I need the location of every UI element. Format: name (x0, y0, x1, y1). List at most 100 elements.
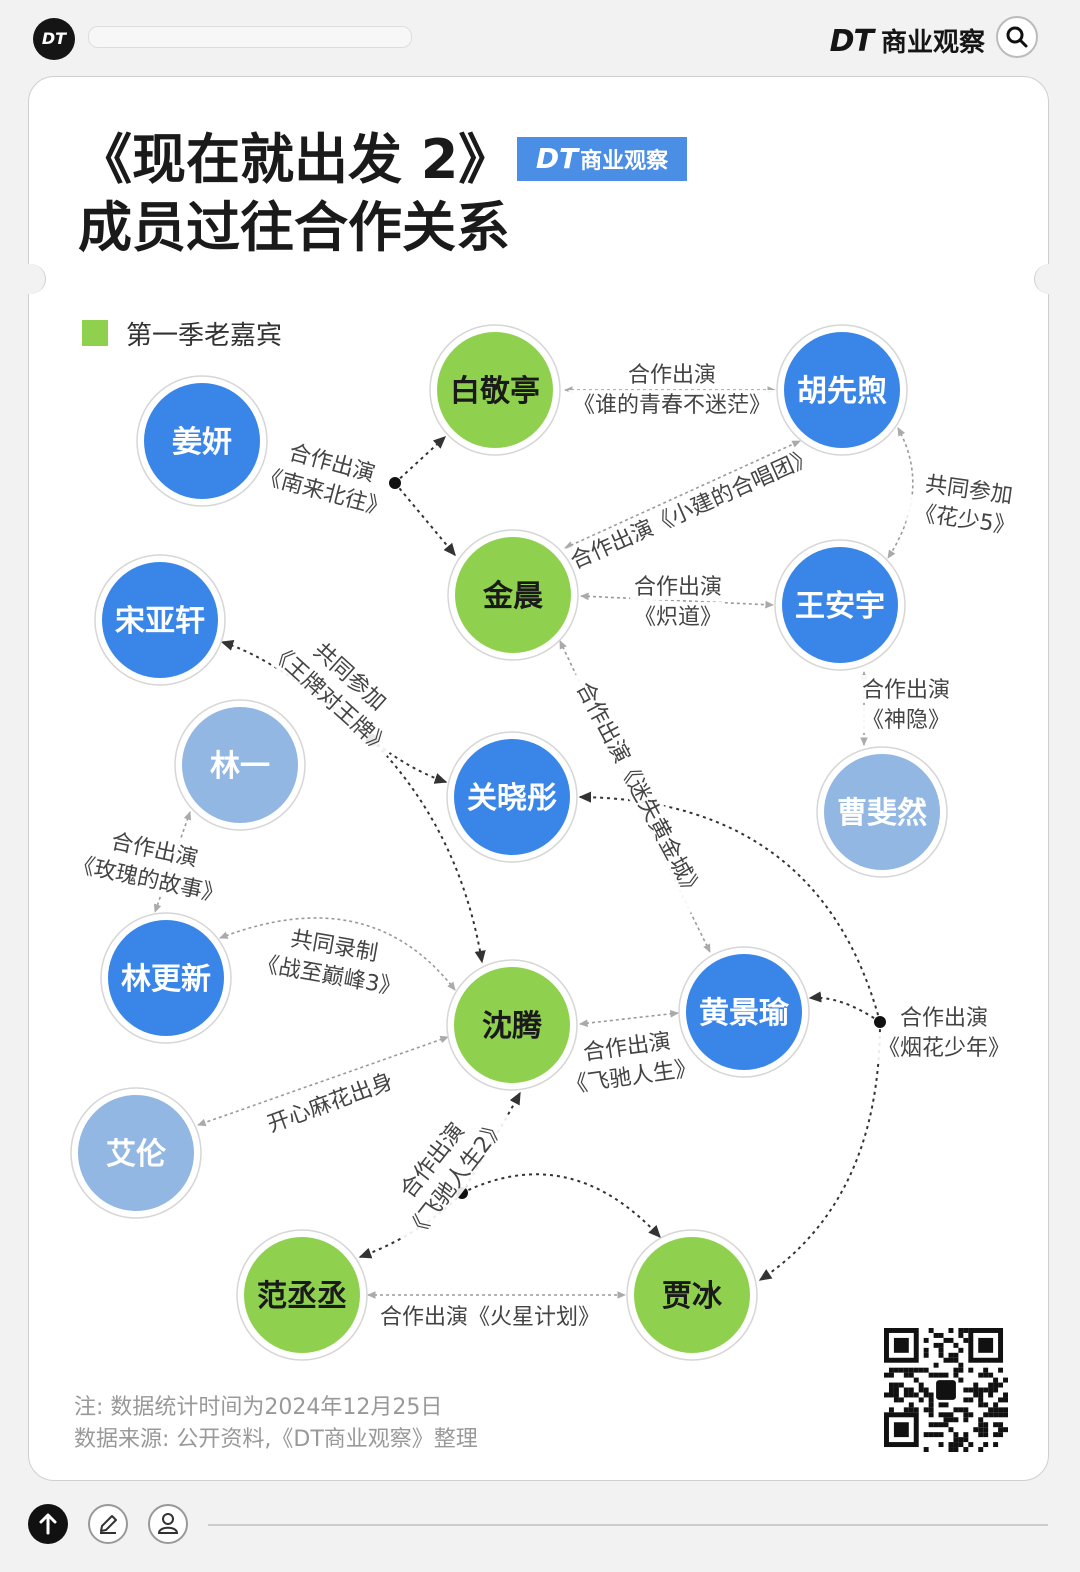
edge-label-5: 合作出演《神隐》 (858, 675, 954, 733)
node-shenteng: 沈腾 (446, 959, 578, 1091)
node-label: 胡先煦 (797, 374, 887, 409)
title-line-1: 《现在就出发 2》 (78, 128, 513, 191)
node-label: 沈腾 (482, 1009, 543, 1044)
brand-dt: DT (829, 24, 874, 59)
edge-label-9: 共同录制《战至巅峰3》 (247, 922, 411, 1003)
edge-label-line2: 《烟花少年》 (878, 1036, 1010, 1061)
edge-line-14 (808, 991, 881, 1023)
hub-dot-0 (389, 477, 401, 489)
edge-label-4: 合作出演《炽道》 (630, 572, 726, 630)
dt-logo[interactable]: DT (33, 18, 75, 60)
profile-button[interactable] (148, 1504, 188, 1544)
node-caofeiran: 曹斐然 (816, 746, 948, 878)
node-lingengxin: 林更新 (100, 912, 232, 1044)
edge-line-20 (461, 1173, 661, 1239)
node-label: 姜妍 (172, 425, 232, 460)
edge-label-line1: 开心麻花出身 (264, 1069, 397, 1138)
search-icon (1006, 26, 1028, 48)
edge-line-16 (758, 1021, 881, 1281)
edge-label-13: 合作出演《飞驰人生2》 (391, 1106, 516, 1251)
edge-label-line1: 合作出演《迷失黄金城》 (571, 678, 707, 903)
edge-line-17 (197, 1035, 449, 1127)
node-label: 林一 (210, 749, 270, 784)
edge-label-7: 合作出演《迷失黄金城》 (565, 666, 715, 914)
edge-line-2 (394, 482, 456, 557)
edge-label-line1: 合作出演 (862, 678, 950, 703)
node-huxianxu: 胡先煦 (776, 324, 908, 456)
bottom-bar (0, 1490, 1080, 1572)
edge-label-11: 合作出演《烟花少年》 (875, 1003, 1013, 1061)
edge-label-3: 共同参加《花少5》 (906, 468, 1024, 541)
node-linyi: 林一 (174, 699, 306, 831)
arrow-up-icon (39, 1513, 57, 1535)
legend-swatch (82, 320, 108, 346)
edge-label-line2: 《神隐》 (862, 708, 950, 733)
edge-label-line1: 合作出演《小建的合唱团》 (567, 444, 818, 574)
card-notch-right (1034, 264, 1065, 294)
edge-label-8: 合作出演《玫瑰的故事》 (66, 825, 231, 909)
edge-label-12: 开心麻花出身 (257, 1064, 403, 1140)
edge-line-5 (580, 592, 774, 609)
edge-label-10: 合作出演《飞驰人生》 (560, 1025, 702, 1100)
brand-name: 商业观察 (880, 28, 985, 58)
edge-label-0: 合作出演《谁的青春不迷茫》 (568, 360, 776, 418)
search-button[interactable] (996, 16, 1038, 58)
footer-note: 注: 数据统计时间为2024年12月25日 (74, 1395, 443, 1420)
node-label: 林更新 (121, 962, 211, 997)
node-jiangyan: 姜妍 (136, 375, 268, 507)
qr-code[interactable] (884, 1328, 1008, 1452)
node-label: 王安宇 (795, 589, 885, 624)
user-icon (157, 1513, 179, 1534)
pencil-icon (100, 1515, 117, 1534)
node-label: 宋亚轩 (115, 604, 205, 639)
edge-line-9 (371, 739, 486, 964)
node-label: 金晨 (482, 579, 544, 614)
node-songyaxuan: 宋亚轩 (94, 554, 226, 686)
title-line-2: 成员过往合作关系 (78, 196, 510, 259)
edge-label-14: 合作出演《火星计划》 (370, 1302, 610, 1330)
search-placeholder-bar[interactable] (88, 26, 412, 48)
edge-label-line1: 合作出演 (628, 363, 716, 388)
edit-button[interactable] (88, 1504, 128, 1544)
edge-label-line2: 《战至巅峰3》 (255, 951, 403, 1001)
edge-label-line2: 《谁的青春不迷茫》 (573, 393, 771, 418)
node-baijingting: 白敬亭 (429, 324, 561, 456)
edge-line-4 (887, 427, 914, 559)
node-label: 黄景瑜 (699, 996, 790, 1031)
edge-label-line1: 合作出演 (634, 575, 722, 600)
node-jinchen: 金晨 (447, 529, 579, 661)
edge-line-13 (579, 1010, 679, 1027)
card-notch-left (15, 264, 46, 294)
node-huangjingyu: 黄景瑜 (678, 946, 810, 1078)
node-label: 范丞丞 (257, 1279, 347, 1314)
edge-label-1: 合作出演《南来北往》 (254, 436, 395, 523)
hub-dot-2 (874, 1016, 886, 1028)
footer-source: 数据来源: 公开资料,《DT商业观察》整理 (74, 1427, 478, 1452)
dt-badge: DT商业观察 (517, 137, 687, 181)
bottom-divider (208, 1524, 1048, 1526)
node-fanchengcheng: 范丞丞 (236, 1229, 368, 1361)
legend-label: 第一季老嘉宾 (126, 321, 283, 351)
edge-label-line1: 合作出演《火星计划》 (380, 1305, 600, 1330)
node-label: 艾伦 (106, 1137, 167, 1172)
badge-dt: DT (535, 142, 579, 175)
node-label: 白敬亭 (450, 374, 540, 409)
edge-line-1 (394, 436, 447, 484)
node-guanxiaotong: 关晓彤 (446, 731, 578, 863)
edge-line-3 (564, 440, 801, 549)
node-jiabing: 贾冰 (626, 1229, 758, 1361)
edge-label-line2: 《炽道》 (634, 605, 722, 630)
node-ailun: 艾伦 (70, 1087, 202, 1219)
edge-label-line1: 合作出演 (900, 1006, 988, 1031)
node-label: 曹斐然 (837, 796, 927, 831)
node-label: 贾冰 (662, 1279, 723, 1314)
badge-name: 商业观察 (580, 149, 669, 174)
scroll-top-button[interactable] (28, 1504, 68, 1544)
edge-label-2: 合作出演《小建的合唱团》 (554, 436, 830, 580)
edge-line-19 (358, 1192, 463, 1259)
node-label: 关晓彤 (467, 781, 557, 816)
